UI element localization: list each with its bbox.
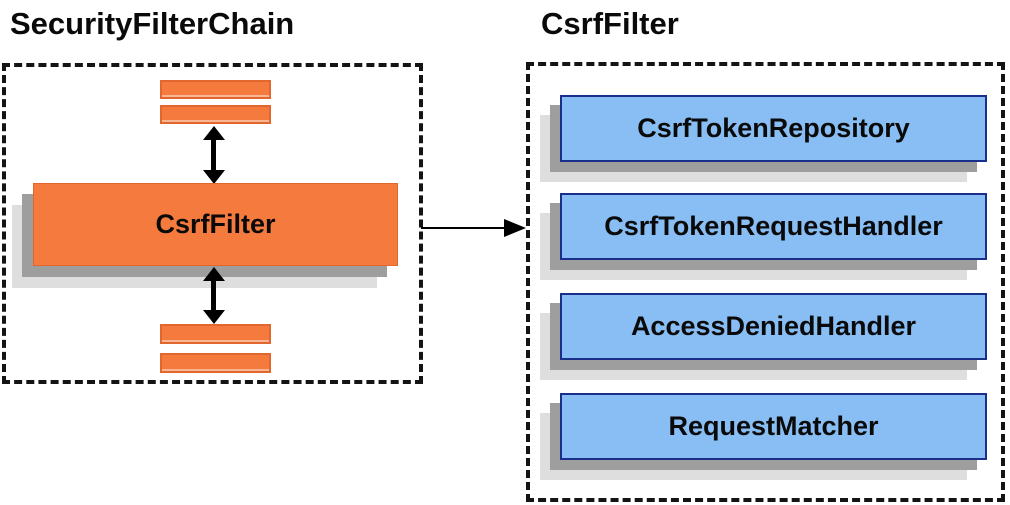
csrf-filter-title: CsrfFilter: [541, 6, 679, 41]
component-box-access-denied-handler: AccessDeniedHandler: [560, 293, 987, 360]
filter-stack-bar-bottom-2: [160, 353, 271, 373]
component-box-csrf-token-repository: CsrfTokenRepository: [560, 95, 987, 162]
filter-stack-bar-bottom-1: [160, 324, 271, 344]
component-label: CsrfTokenRepository: [637, 113, 910, 143]
arrow-shaft: [211, 279, 216, 311]
arrow-head-down-icon: [203, 310, 225, 324]
component-label: AccessDeniedHandler: [630, 311, 917, 341]
csrf-filter-container: [526, 62, 1005, 502]
arrow-head-down-icon: [203, 170, 225, 184]
arrow-head-up-icon: [203, 126, 225, 140]
arrow-head-up-icon: [203, 267, 225, 281]
security-filter-chain-container: [2, 63, 423, 384]
component-box-request-matcher: RequestMatcher: [560, 393, 987, 460]
arrow-shaft: [421, 227, 506, 229]
csrf-filter-node-label: CsrfFilter: [155, 209, 276, 239]
filter-stack-bar-top-2: [160, 105, 271, 124]
component-box-csrf-token-request-handler: CsrfTokenRequestHandler: [560, 193, 987, 260]
arrow-shaft: [211, 138, 216, 174]
security-filter-chain-title: SecurityFilterChain: [10, 6, 295, 41]
csrf-filter-node: CsrfFilter: [33, 183, 398, 266]
component-label: RequestMatcher: [668, 411, 879, 441]
arrow-head-right-icon: [504, 219, 526, 237]
component-label: CsrfTokenRequestHandler: [604, 211, 943, 241]
filter-stack-bar-top-1: [160, 80, 271, 99]
